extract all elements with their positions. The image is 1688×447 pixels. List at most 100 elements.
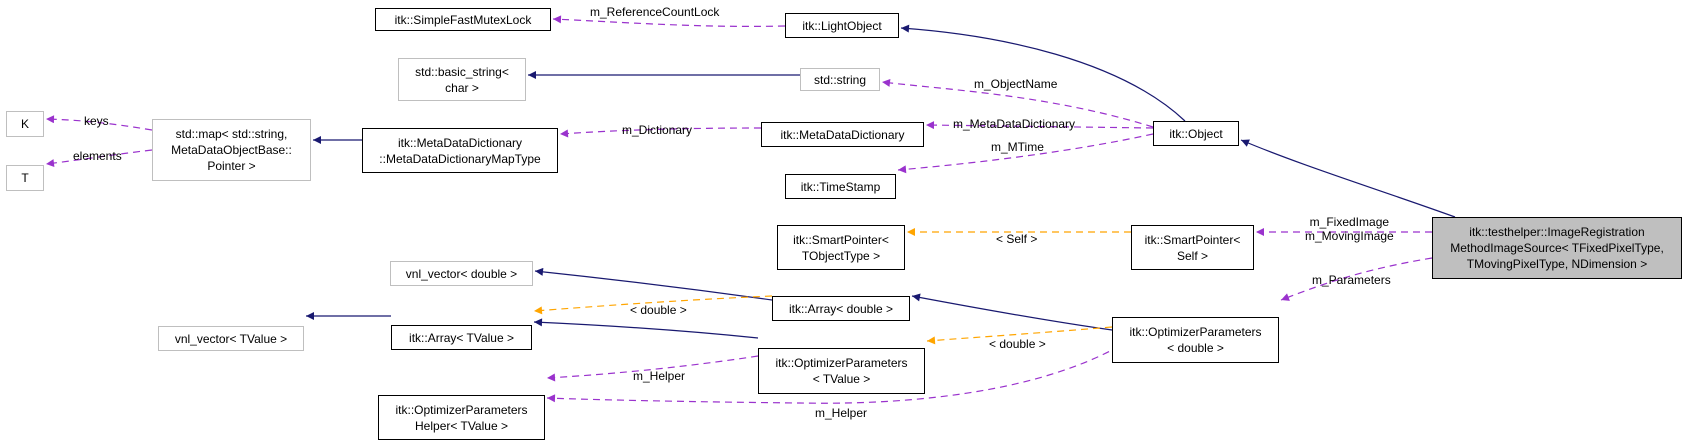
node-text-line: MetaDataObjectBase::	[171, 143, 292, 157]
edge-object-stdstring	[881, 78, 1154, 128]
node-vnl-vector-tvalue[interactable]: vnl_vector< TValue >	[158, 326, 304, 351]
edge-stdmap-t	[45, 149, 153, 168]
edge-label-line: m_MetaDataDictionary	[953, 117, 1076, 131]
node-text-line: std::basic_string<	[415, 64, 509, 79]
node-vnl-vector-double[interactable]: vnl_vector< double >	[390, 261, 533, 286]
node-smartpointer-tobjecttype[interactable]: itk::SmartPointer<TObjectType >	[777, 225, 905, 270]
node-optimizer-parameters-tvalue[interactable]: itk::OptimizerParameters< TValue >	[758, 348, 925, 394]
node-itk-object[interactable]: itk::Object	[1153, 121, 1239, 146]
node-text-line: itk::SimpleFastMutexLock	[394, 12, 532, 27]
node-itk-array-tvalue[interactable]: itk::Array< TValue >	[391, 325, 532, 350]
node-text-line: itk::SmartPointer<	[793, 232, 889, 247]
edge-mdd-maptype	[559, 127, 762, 138]
node-std-string[interactable]: std::string	[800, 68, 880, 91]
node-text-line: < TValue >	[812, 372, 871, 386]
label-double-optimizer: < double >	[989, 337, 1046, 351]
node-text-line: Pointer >	[207, 159, 256, 173]
node-metadata-dictionary-maptype[interactable]: itk::MetaDataDictionary::MetaDataDiction…	[362, 128, 558, 173]
edge-label-line: < Self >	[996, 232, 1038, 246]
node-text-line: std::map< std::string,	[175, 127, 288, 141]
node-text-line: itk::SmartPointer<	[1144, 232, 1241, 247]
edge-label-line: m_Helper	[815, 406, 868, 420]
node-text-line: itk::OptimizerParameters	[395, 402, 528, 417]
edge-stdmap-k	[45, 115, 153, 131]
edge-object-mdd	[925, 121, 1154, 130]
node-text-line: Self >	[1176, 248, 1209, 263]
label-elements: elements	[73, 149, 122, 163]
label-parameters: m_Parameters	[1312, 273, 1391, 287]
node-text-line: itk::Array< TValue >	[409, 330, 514, 345]
node-text-line: ::MetaDataDictionaryMapType	[379, 151, 541, 166]
node-std-basic-string[interactable]: std::basic_string<char >	[398, 58, 526, 101]
edge-label-line: m_ObjectName	[974, 77, 1058, 91]
edge-label-line: m_Parameters	[1312, 273, 1391, 287]
label-object-name: m_ObjectName	[974, 77, 1057, 91]
label-metadata-dictionary: m_MetaDataDictionary	[953, 117, 1075, 131]
edge-arraydouble-vnldouble	[534, 267, 773, 301]
node-text-line: TObjectType >	[801, 248, 881, 263]
label-mtime: m_MTime	[991, 140, 1044, 154]
node-text-line: < double >	[1167, 341, 1224, 355]
node-text-line: T	[21, 171, 29, 185]
edge-opdouble-arraydouble	[911, 293, 1113, 331]
label-keys: keys	[84, 114, 109, 128]
node-t[interactable]: T	[6, 165, 44, 191]
label-self: < Self >	[996, 232, 1037, 246]
node-text-line: TMovingPixelType, NDimension >	[1466, 257, 1648, 271]
node-text-line: itk::MetaDataDictionary	[780, 127, 905, 142]
node-k[interactable]: K	[6, 111, 44, 137]
edge-opdouble-helper2	[546, 339, 1131, 404]
edge-optvalue-arraytvalue	[533, 318, 759, 339]
edge-lightobject-mutex	[552, 15, 786, 27]
node-text-line: K	[20, 117, 29, 131]
node-optimizer-parameters-double[interactable]: itk::OptimizerParameters< double >	[1112, 317, 1279, 363]
edge-label-line: m_MovingImage	[1305, 229, 1394, 243]
node-text-line: vnl_vector< double >	[405, 266, 518, 281]
node-text-line: itk::LightObject	[802, 18, 882, 33]
node-text-line: char >	[445, 80, 479, 95]
edge-label-line: < double >	[989, 337, 1046, 351]
label-helper-2: m_Helper	[815, 406, 867, 420]
node-itk-array-double[interactable]: itk::Array< double >	[772, 296, 910, 321]
edge-label-line: m_MTime	[991, 140, 1044, 154]
edge-label-line: m_Helper	[633, 369, 686, 383]
edge-label-line: m_ReferenceCountLock	[590, 5, 720, 19]
label-reference-count-lock: m_ReferenceCountLock	[590, 5, 719, 19]
label-dictionary: m_Dictionary	[622, 123, 692, 137]
node-smartpointer-self[interactable]: itk::SmartPointer<Self >	[1131, 225, 1254, 270]
node-text-line: itk::testhelper::ImageRegistration	[1469, 225, 1645, 239]
label-double-array: < double >	[630, 303, 687, 317]
node-text-line: MethodImageSource< TFixedPixelType,	[1450, 241, 1664, 255]
edge-label-line: m_Dictionary	[622, 123, 693, 137]
edge-focus-opdouble	[1280, 257, 1433, 301]
edge-label-line: elements	[73, 149, 122, 163]
edge-label-line: < double >	[630, 303, 687, 317]
label-helper-1: m_Helper	[633, 369, 685, 383]
edge-label-line: keys	[84, 114, 109, 128]
node-simple-fast-mutex-lock[interactable]: itk::SimpleFastMutexLock	[375, 8, 551, 31]
node-text-line: Helper< TValue >	[415, 418, 508, 433]
node-text-line: itk::OptimizerParameters	[1129, 325, 1262, 339]
edge-optvalue-helper1	[546, 355, 759, 382]
node-text-line: std::string	[813, 72, 867, 87]
node-std-map[interactable]: std::map< std::string,MetaDataObjectBase…	[152, 119, 311, 181]
node-text-line: itk::OptimizerParameters	[775, 356, 908, 370]
node-text-line: itk::Object	[1169, 126, 1223, 141]
node-metadata-dictionary[interactable]: itk::MetaDataDictionary	[761, 122, 924, 147]
node-text-line: itk::Array< double >	[788, 301, 894, 316]
edge-opdouble-optvalue	[926, 326, 1113, 345]
node-text-line: vnl_vector< TValue >	[174, 331, 288, 346]
node-text-line: itk::MetaDataDictionary	[397, 135, 523, 150]
node-text-line: itk::TimeStamp	[800, 179, 881, 194]
edge-label-line: m_FixedImage	[1309, 215, 1390, 229]
edge-focus-object	[1240, 139, 1456, 218]
edge-object-timestamp	[897, 133, 1154, 174]
edge-object-lightobject	[900, 24, 1186, 122]
node-timestamp[interactable]: itk::TimeStamp	[785, 174, 896, 199]
node-light-object[interactable]: itk::LightObject	[785, 13, 899, 38]
